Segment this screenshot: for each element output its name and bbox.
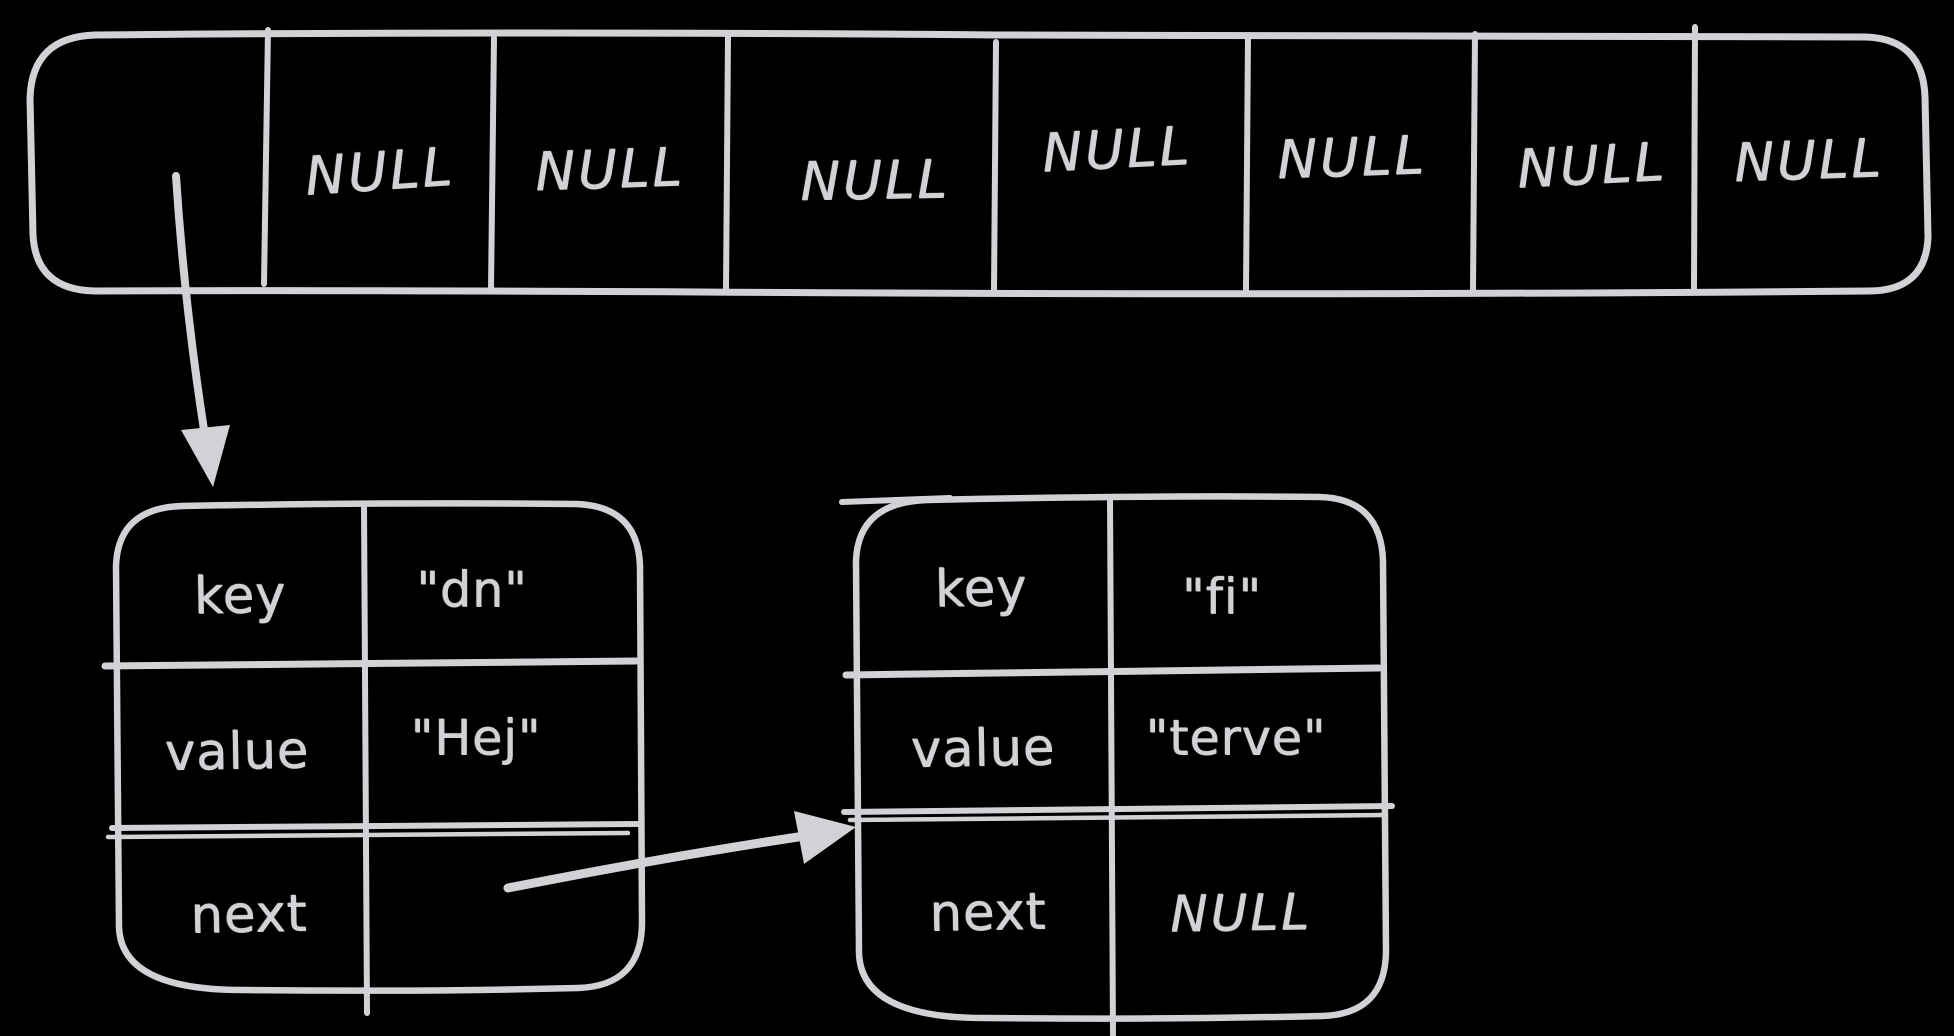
node1-row-divider <box>101 657 640 670</box>
array-cell-value: NULL <box>534 136 686 204</box>
node1-key-label: key <box>193 565 287 627</box>
array-cell-divider <box>1243 33 1251 293</box>
array-cell-value: NULL <box>1733 127 1885 195</box>
node2-row-divider <box>841 803 1395 815</box>
node2-key-label: key <box>934 558 1028 620</box>
node2-key-value: "fi" <box>1182 568 1262 626</box>
arrow-head-right <box>794 811 856 864</box>
bucket-pointer-arrow-icon <box>172 172 230 487</box>
node2-value-value: "terve" <box>1145 709 1327 767</box>
node1-key-value: "dn" <box>416 561 528 619</box>
array-cell-divider <box>1691 24 1698 292</box>
node1-next-label: next <box>190 884 308 946</box>
node2-next-value: NULL <box>1169 882 1313 944</box>
array-cell-divider <box>488 35 497 292</box>
next-pointer-arrow-icon <box>503 811 856 893</box>
array-cell-divider <box>261 27 271 287</box>
node1-outline <box>112 500 646 994</box>
bucket-array-outline <box>26 29 1932 298</box>
array-cell-value: NULL <box>1040 115 1194 185</box>
node1-value-label: value <box>164 721 310 783</box>
node1-row-divider-overdraw <box>105 830 631 840</box>
node2-top-edge-overshoot <box>839 495 953 505</box>
array-cell-value: NULL <box>303 136 457 208</box>
array-cell-value: NULL <box>799 149 951 213</box>
node2-next-label: next <box>929 882 1047 944</box>
array-cell-divider <box>991 39 999 294</box>
node2-row-divider <box>842 664 1383 679</box>
array-cell-value: NULL <box>1276 124 1428 192</box>
arrow-head-down <box>181 425 230 487</box>
node2-value-label: value <box>910 718 1056 780</box>
array-cell-value: NULL <box>1515 131 1669 201</box>
arrow-shaft <box>503 832 803 893</box>
node2-column-divider <box>1107 496 1116 1036</box>
node1-row-divider <box>109 821 643 831</box>
array-cell-divider <box>723 33 731 293</box>
node2-row-divider-overdraw <box>847 812 1389 823</box>
arrow-shaft <box>172 172 208 434</box>
node1-column-divider <box>361 502 370 1016</box>
array-cell-divider <box>1470 31 1478 293</box>
node1-value-value: "Hej" <box>410 709 542 767</box>
node2-outline <box>852 493 1390 1022</box>
